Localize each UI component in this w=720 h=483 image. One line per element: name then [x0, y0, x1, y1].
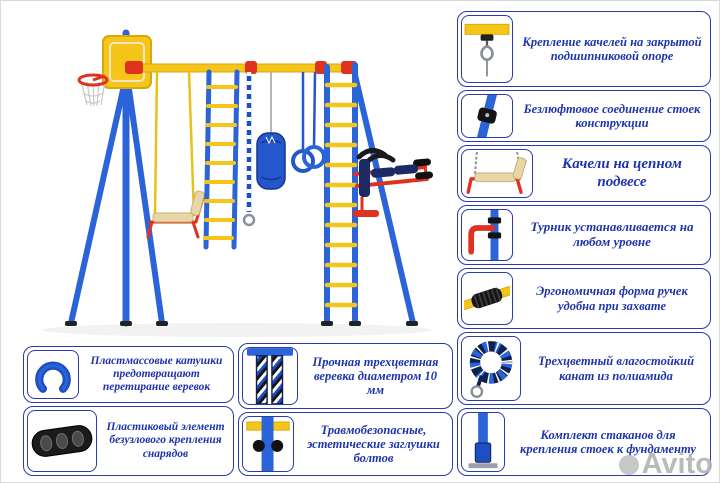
- callout-text: Трехцветный влагостойкий канат из полиам…: [537, 354, 695, 383]
- playground-illustration: [9, 9, 455, 342]
- callout-text: Качели на цепном подвесе: [562, 156, 682, 190]
- chain-swing-icon: [461, 149, 533, 198]
- callout-text: Пластиковый элемент безузлового креплени…: [106, 421, 225, 460]
- callout-post-joint: Безлюфтовое соединение стоек конструкции: [457, 90, 711, 142]
- callout-rope-strand: Прочная трехцветная веревка диаметром 10…: [238, 343, 453, 409]
- foundation-cup-icon: [461, 412, 505, 472]
- avito-watermark: Avito: [618, 448, 713, 481]
- callout-text: Пластмассовые катушки предотвращают пере…: [90, 354, 223, 394]
- callout-chain-swing: Качели на цепном подвесе: [457, 145, 711, 202]
- callout-text: Прочная трехцветная веревка диаметром 10…: [312, 354, 439, 398]
- post-joint-icon: [461, 94, 513, 138]
- handle-grip-icon: [461, 272, 513, 325]
- callout-spools: Пластмассовые катушки предотвращают пере…: [23, 346, 234, 403]
- callout-text: Крепление качелей на закрытой подшипнико…: [522, 34, 702, 63]
- rope-strand-icon: [242, 347, 298, 405]
- callout-text: Травмобезопасные, эстетические заглушки …: [307, 422, 440, 466]
- callout-knotless: Пластиковый элемент безузлового креплени…: [23, 406, 234, 476]
- plastic-spool-icon: [27, 350, 79, 399]
- watermark-text: Avito: [641, 448, 713, 480]
- callout-handles: Эргономичная форма ручек удобна при захв…: [457, 268, 711, 329]
- callout-foundation-cups: Комплект стаканов для крепления стоек к …: [457, 408, 711, 476]
- callout-turnik: Турник устанавливается на любом уровне: [457, 205, 711, 265]
- avito-logo-icon: [618, 454, 639, 475]
- callout-swing-bearing: Крепление качелей на закрытой подшипнико…: [457, 11, 711, 87]
- callout-bolt-caps: Травмобезопасные, эстетические заглушки …: [238, 412, 453, 476]
- bolt-cap-icon: [242, 416, 294, 472]
- turnik-icon: [461, 209, 513, 261]
- knotless-element-icon: [27, 410, 97, 472]
- callout-text: Эргономичная форма ручек удобна при захв…: [536, 284, 688, 313]
- callout-text: Комплект стаканов для крепления стоек к …: [520, 427, 696, 456]
- callout-text: Турник устанавливается на любом уровне: [530, 219, 694, 249]
- rope-coil-icon: [461, 336, 521, 401]
- playground-drawing: [42, 29, 434, 337]
- swing-bearing-icon: [461, 15, 513, 83]
- callout-text: Безлюфтовое соединение стоек конструкции: [523, 101, 701, 130]
- callout-rope-coil: Трехцветный влагостойкий канат из полиам…: [457, 332, 711, 405]
